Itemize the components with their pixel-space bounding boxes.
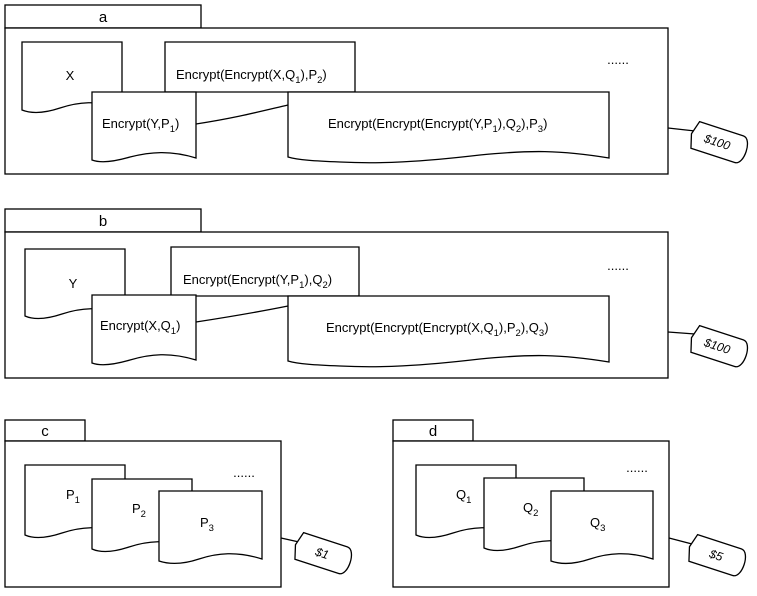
panel-c-key-3-label: P3: [200, 515, 214, 534]
panel-b: b Y Encrypt(Encrypt(Y,P1),Q2) Encrypt(X,…: [4, 208, 748, 379]
panel-a-doc-enc3-label: Encrypt(Encrypt(Encrypt(Y,P1),Q2),P3): [328, 116, 547, 135]
panel-c-price-tag: $1: [280, 531, 352, 575]
panel-d-key-1-label: Q1: [456, 487, 471, 506]
panel-a-price-tag-string: [667, 127, 696, 132]
panel-c-key-2-label: P2: [132, 501, 146, 520]
panel-a-tab-label: a: [99, 9, 108, 26]
panel-c-key-3: [158, 490, 263, 565]
panel-a-doc-enc1: [91, 91, 197, 163]
panel-d-price-tag: $5: [668, 533, 746, 577]
panel-b-price-tag-string: [667, 331, 696, 335]
panel-a-connector: [195, 104, 289, 125]
panel-b-price-tag: $100: [667, 324, 748, 368]
panel-c-price-label: $1: [313, 544, 331, 562]
panel-d-key-3: [550, 490, 654, 565]
panel-a-ellipsis: ......: [607, 52, 629, 67]
panel-d-tab-label: d: [429, 423, 437, 440]
price-tag-icon: [294, 531, 352, 575]
panel-b-doc-enc1: [91, 294, 197, 366]
panel-c-ellipsis: ......: [233, 465, 255, 480]
panel-d-price-tag-string: [668, 537, 693, 545]
price-tag-icon: [690, 324, 748, 368]
panel-b-connector: [195, 305, 289, 323]
panel-c: c P1 P2 P3 ...... $1: [4, 419, 352, 588]
panel-a-doc-enc1-label: Encrypt(Y,P1): [102, 116, 179, 135]
panel-b-ellipsis: ......: [607, 258, 629, 273]
panel-c-tab-label: c: [41, 423, 49, 440]
panel-b-doc-enc2-label: Encrypt(Encrypt(Y,P1),Q2): [183, 272, 332, 291]
price-tag-icon: [688, 533, 746, 577]
panel-b-doc-enc1-label: Encrypt(X,Q1): [100, 318, 180, 337]
panel-a-doc-plain-label: X: [66, 68, 75, 83]
panel-d: d Q1 Q2 Q3 ...... $5: [392, 419, 746, 588]
panel-c-price-tag-string: [280, 537, 300, 543]
panel-a-price-tag: $100: [667, 120, 748, 164]
price-tag-icon: [690, 120, 748, 164]
panel-b-doc-plain-label: Y: [69, 276, 78, 291]
panel-a-doc-enc3: [287, 91, 610, 164]
panel-d-key-2-label: Q2: [523, 500, 538, 519]
panel-d-ellipsis: ......: [626, 460, 648, 475]
panel-a: a X Encrypt(Encrypt(X,Q1),P2) Encrypt(Y,…: [4, 4, 748, 175]
panel-d-key-3-label: Q3: [590, 515, 605, 534]
panel-d-price-label: $5: [707, 546, 725, 564]
panel-c-key-1-label: P1: [66, 487, 80, 506]
panel-b-doc-enc3: [287, 295, 610, 368]
panel-b-doc-enc3-label: Encrypt(Encrypt(Encrypt(X,Q1),P2),Q3): [326, 320, 549, 339]
panel-b-tab-label: b: [99, 213, 107, 230]
panel-a-doc-enc2-label: Encrypt(Encrypt(X,Q1),P2): [176, 67, 327, 86]
